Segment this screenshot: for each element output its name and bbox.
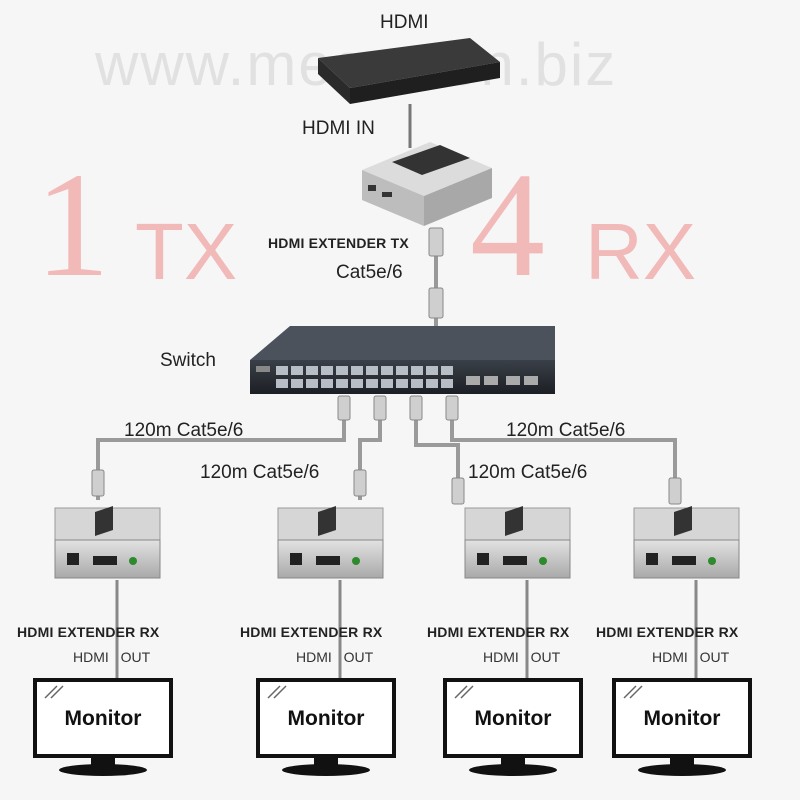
switch-port bbox=[336, 379, 348, 388]
label-extender-rx: HDMI EXTENDER RX bbox=[17, 624, 160, 640]
rx-extender-device bbox=[464, 506, 571, 579]
label-extender-rx: HDMI EXTENDER RX bbox=[596, 624, 739, 640]
switch-port bbox=[381, 366, 393, 375]
switch-port bbox=[291, 366, 303, 375]
switch-port bbox=[321, 379, 333, 388]
cable-connectors bbox=[91, 395, 682, 505]
switch-port bbox=[411, 379, 423, 388]
switch-port bbox=[411, 366, 423, 375]
rx-extender-device bbox=[277, 506, 384, 579]
monitor-label: Monitor bbox=[65, 707, 142, 730]
rx-extender-device bbox=[633, 506, 740, 579]
label-hdmi-source: HDMI bbox=[380, 12, 429, 33]
switch-port bbox=[366, 366, 378, 375]
hdmi-source-device bbox=[318, 38, 500, 104]
monitor: Monitor bbox=[443, 678, 583, 776]
switch-port bbox=[276, 379, 288, 388]
monitor: Monitor bbox=[612, 678, 752, 776]
cable-tx-switch bbox=[428, 227, 444, 328]
switch-port bbox=[441, 366, 453, 375]
switch-port bbox=[306, 366, 318, 375]
label-hdmi-in: HDMI IN bbox=[302, 118, 375, 139]
switch-port bbox=[441, 379, 453, 388]
label-hdmi-out: HDMI OUT bbox=[73, 649, 151, 665]
label-cable-2: 120m Cat5e/6 bbox=[200, 462, 320, 483]
monitor-label: Monitor bbox=[288, 707, 365, 730]
switch-port bbox=[396, 366, 408, 375]
switch-port bbox=[291, 379, 303, 388]
label-cable-1: 120m Cat5e/6 bbox=[124, 420, 244, 441]
network-switch bbox=[250, 326, 555, 394]
label-hdmi-out: HDMI OUT bbox=[296, 649, 374, 665]
label-cat-top: Cat5e/6 bbox=[336, 262, 403, 283]
switch-port bbox=[351, 379, 363, 388]
switch-port bbox=[381, 379, 393, 388]
switch-port bbox=[396, 379, 408, 388]
big-label-one: 1 bbox=[35, 142, 110, 308]
switch-port bbox=[306, 379, 318, 388]
switch-port bbox=[366, 379, 378, 388]
label-cable-4: 120m Cat5e/6 bbox=[506, 420, 626, 441]
monitor-label: Monitor bbox=[475, 707, 552, 730]
switch-port bbox=[321, 366, 333, 375]
big-label-tx: TX bbox=[135, 207, 238, 296]
monitor: Monitor bbox=[33, 678, 173, 776]
label-switch: Switch bbox=[160, 350, 216, 371]
big-label-rx: RX bbox=[585, 207, 697, 296]
switch-port bbox=[336, 366, 348, 375]
switch-port bbox=[351, 366, 363, 375]
switch-port bbox=[426, 366, 438, 375]
receiver-group: Monitor Monitor Monitor Monitor bbox=[33, 506, 752, 776]
label-extender-rx: HDMI EXTENDER RX bbox=[427, 624, 570, 640]
tx-extender-device bbox=[362, 142, 492, 226]
label-cable-3: 120m Cat5e/6 bbox=[468, 462, 588, 483]
label-hdmi-out: HDMI OUT bbox=[652, 649, 730, 665]
label-hdmi-out: HDMI OUT bbox=[483, 649, 561, 665]
label-extender-rx: HDMI EXTENDER RX bbox=[240, 624, 383, 640]
monitor-label: Monitor bbox=[644, 707, 721, 730]
rx-extender-device bbox=[54, 506, 161, 579]
switch-port bbox=[276, 366, 288, 375]
label-extender-tx: HDMI EXTENDER TX bbox=[268, 235, 409, 251]
monitor: Monitor bbox=[256, 678, 396, 776]
switch-port bbox=[426, 379, 438, 388]
